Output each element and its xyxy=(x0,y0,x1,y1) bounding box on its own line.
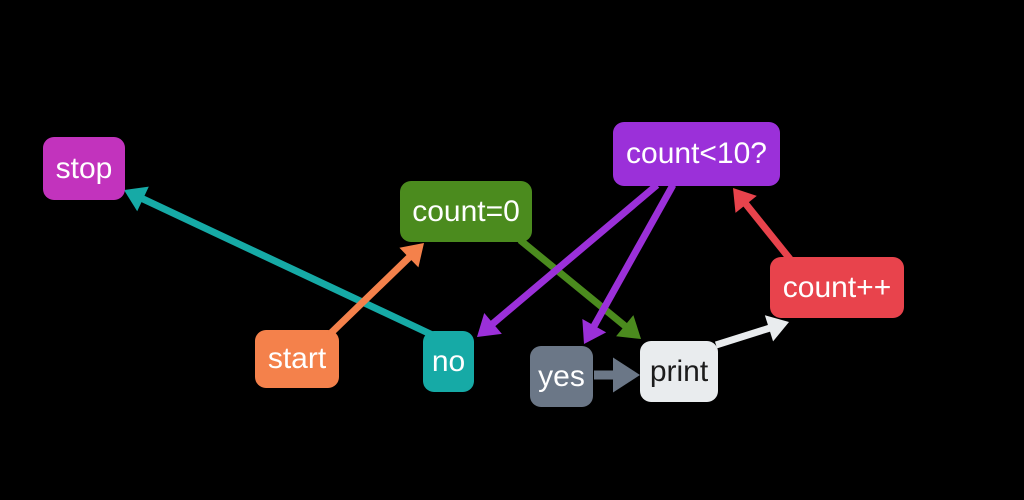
edge-line xyxy=(714,324,772,349)
edge-yes-to-print xyxy=(594,357,640,393)
node-cond[interactable]: count<10? xyxy=(613,122,780,186)
node-label: stop xyxy=(55,151,113,185)
node-label: count++ xyxy=(782,270,892,304)
arrowhead-icon xyxy=(399,243,424,268)
node-start[interactable]: start xyxy=(255,330,339,388)
edge-countpp-to-cond xyxy=(733,188,793,262)
arrowhead-icon xyxy=(582,319,607,344)
edge-start-to-count0 xyxy=(328,243,424,336)
node-no[interactable]: no xyxy=(423,331,474,392)
edge-count0-to-print xyxy=(517,237,641,339)
arrowhead-icon xyxy=(733,188,757,213)
node-label: start xyxy=(267,342,327,375)
arrowhead-icon xyxy=(616,315,641,339)
edge-no-to-stop xyxy=(124,186,443,343)
edge-line xyxy=(590,183,677,329)
edge-line xyxy=(489,182,660,328)
node-label: no xyxy=(431,344,466,378)
node-label: yes xyxy=(538,359,585,393)
node-label: print xyxy=(649,354,709,388)
edge-print-to-countpp xyxy=(714,315,789,349)
arrowhead-icon xyxy=(764,315,789,342)
node-label: count<10? xyxy=(626,137,767,170)
edge-cond-to-no xyxy=(477,182,660,337)
arrowhead-icon xyxy=(124,186,149,212)
node-countpp[interactable]: count++ xyxy=(770,257,904,318)
edge-cond-to-yes xyxy=(582,183,677,344)
edge-line xyxy=(328,254,413,336)
edge-line xyxy=(742,201,793,262)
node-label: count=0 xyxy=(412,194,520,228)
node-print[interactable]: print xyxy=(640,341,718,402)
node-yes[interactable]: yes xyxy=(530,346,593,407)
edge-line xyxy=(140,195,443,343)
edge-line xyxy=(517,237,629,330)
node-stop[interactable]: stop xyxy=(43,137,125,200)
arrowhead-icon xyxy=(613,357,640,393)
arrowhead-icon xyxy=(477,313,502,337)
node-count0[interactable]: count=0 xyxy=(400,181,532,242)
